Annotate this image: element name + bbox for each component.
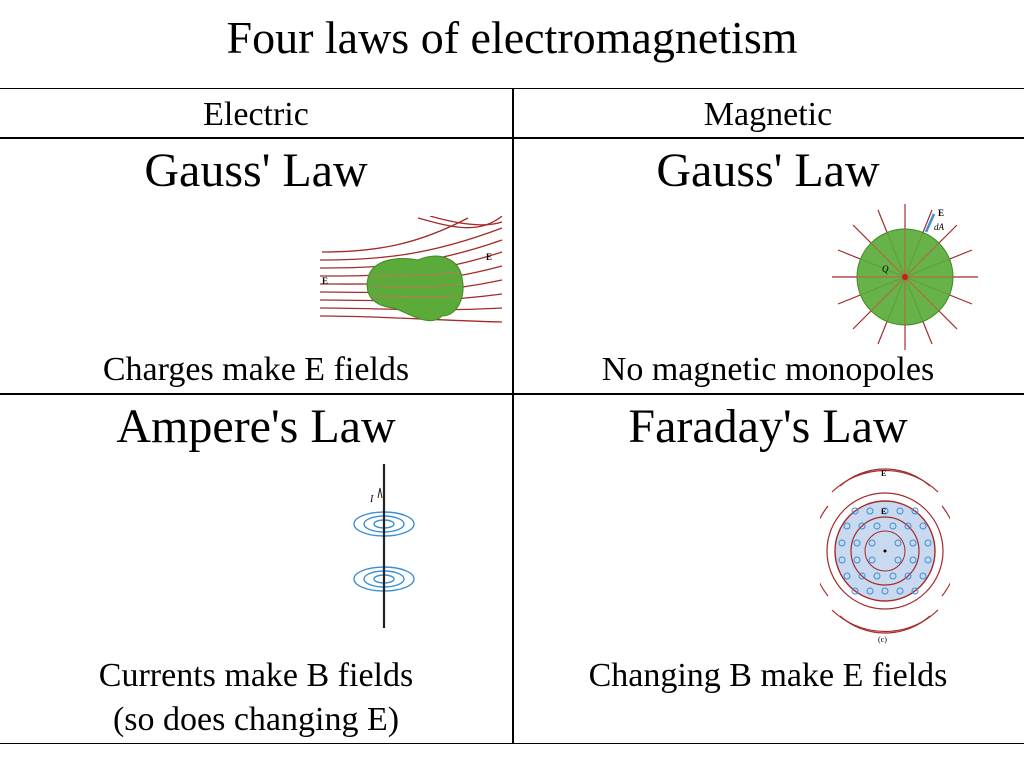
svg-text:Q: Q xyxy=(882,264,889,274)
gaussian-surface xyxy=(366,255,464,322)
law-title: Faraday's Law xyxy=(628,400,908,453)
svg-text:E: E xyxy=(881,469,886,478)
law-caption: Changing B make E fields xyxy=(588,657,948,694)
field-label: E xyxy=(486,252,492,262)
law-caption-line-2: (so does changing E) xyxy=(112,701,400,738)
law-caption-line-1: Currents make B fields xyxy=(98,657,414,694)
column-divider xyxy=(512,89,514,743)
law-caption: Charges make E fields xyxy=(102,351,410,388)
b-field-dots xyxy=(838,507,932,595)
law-title: Gauss' Law xyxy=(144,144,368,197)
law-caption: No magnetic monopoles xyxy=(601,351,935,388)
header-divider xyxy=(0,137,1024,139)
gauss-magnetic-figure: E dA Q xyxy=(832,204,978,350)
svg-text:E: E xyxy=(938,208,944,218)
field-label: E xyxy=(322,276,328,286)
cell-ampere: Ampere's Law I Currents make B fields (s… xyxy=(0,394,512,744)
row-divider xyxy=(0,393,1024,395)
point-charge xyxy=(902,274,908,280)
cell-faraday: Faraday's Law E xyxy=(512,394,1024,744)
law-title: Gauss' Law xyxy=(656,144,880,197)
svg-text:I: I xyxy=(369,494,374,505)
slide-title: Four laws of electromagnetism xyxy=(226,12,798,63)
induced-e-field-arcs xyxy=(820,468,950,634)
laws-table: Electric Magnetic Gauss' Law xyxy=(0,88,1024,744)
current-arrow xyxy=(377,487,383,499)
ampere-figure: I xyxy=(353,464,415,628)
svg-text:E: E xyxy=(881,507,886,516)
svg-text:(c): (c) xyxy=(878,635,887,644)
column-header-magnetic: Magnetic xyxy=(703,96,833,133)
area-vector xyxy=(924,213,936,233)
gauss-electric-figure: E E xyxy=(319,216,503,323)
svg-text:dA: dA xyxy=(934,222,945,232)
cell-gauss-magnetic: Gauss' Law xyxy=(512,138,1024,393)
law-title: Ampere's Law xyxy=(116,400,396,453)
faraday-figure: E E (c) xyxy=(820,468,950,644)
center-point xyxy=(883,549,887,553)
cell-gauss-electric: Gauss' Law E E xyxy=(0,138,512,393)
column-header-electric: Electric xyxy=(203,96,309,133)
